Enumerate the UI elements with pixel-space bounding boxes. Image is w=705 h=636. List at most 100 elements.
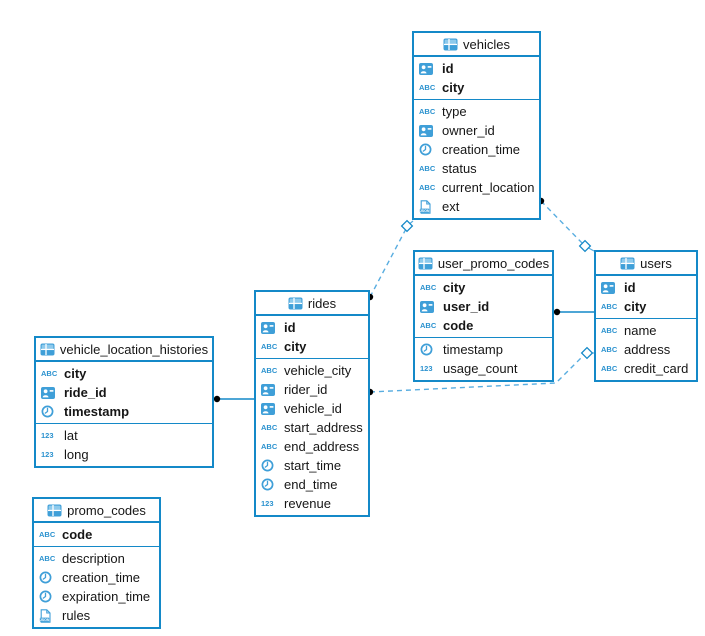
column-rides-end_address[interactable]: ABC end_address	[256, 437, 368, 456]
column-vehicles-city[interactable]: ABC city	[414, 78, 539, 97]
column-label: usage_count	[443, 361, 518, 376]
string-type-icon: ABC	[601, 345, 618, 354]
column-rides-start_address[interactable]: ABC start_address	[256, 418, 368, 437]
number-type-icon: 123	[41, 431, 54, 440]
uuid-type-icon	[601, 281, 615, 294]
svg-text:JSON: JSON	[40, 617, 50, 621]
table-header[interactable]: vehicle_location_histories	[36, 338, 212, 362]
column-label: address	[624, 342, 671, 357]
uuid-type-icon	[261, 383, 275, 396]
json-type-icon: JSON	[40, 608, 51, 623]
timestamp-type-icon	[39, 590, 52, 603]
column-label: description	[62, 551, 125, 566]
table-title: vehicle_location_histories	[59, 341, 209, 357]
column-label: owner_id	[442, 123, 495, 138]
column-vehicles-creation_time[interactable]: creation_time	[414, 140, 539, 159]
relation-line-vehicles-users[interactable]	[540, 200, 585, 246]
column-rides-rider_id[interactable]: rider_id	[256, 380, 368, 399]
uuid-type-icon	[420, 300, 434, 313]
relation-line-rides-users[interactable]	[369, 355, 584, 393]
column-label: id	[624, 280, 636, 295]
column-user_promo_codes-timestamp[interactable]: timestamp	[415, 340, 552, 359]
column-vehicle_location_histories-ride_id[interactable]: ride_id	[36, 383, 212, 402]
column-vehicle_location_histories-timestamp[interactable]: timestamp	[36, 402, 212, 421]
column-label: city	[64, 366, 87, 381]
column-rides-id[interactable]: id	[256, 318, 368, 337]
table-title: rides	[307, 295, 337, 311]
column-label: city	[284, 339, 307, 354]
column-label: user_id	[443, 299, 490, 314]
uuid-type-icon	[41, 386, 55, 399]
table-header[interactable]: rides	[256, 292, 368, 316]
column-label: start_time	[284, 458, 342, 473]
column-vehicle_location_histories-city[interactable]: ABC city	[36, 364, 212, 383]
column-users-address[interactable]: ABC address	[596, 340, 696, 359]
column-user_promo_codes-usage_count[interactable]: 123 usage_count	[415, 359, 552, 378]
column-label: end_address	[284, 439, 360, 454]
column-label: start_address	[284, 420, 363, 435]
column-user_promo_codes-user_id[interactable]: user_id	[415, 297, 552, 316]
column-promo_codes-expiration_time[interactable]: expiration_time	[34, 587, 159, 606]
string-type-icon: ABC	[601, 364, 618, 373]
column-vehicle_location_histories-long[interactable]: 123 long	[36, 445, 212, 464]
column-label: creation_time	[62, 570, 141, 585]
column-label: city	[443, 280, 466, 295]
column-promo_codes-creation_time[interactable]: creation_time	[34, 568, 159, 587]
column-rides-vehicle_id[interactable]: vehicle_id	[256, 399, 368, 418]
string-type-icon: ABC	[41, 369, 58, 378]
relation-endpoint-diamond	[400, 219, 414, 233]
column-label: code	[62, 527, 93, 542]
column-vehicle_location_histories-lat[interactable]: 123 lat	[36, 426, 212, 445]
table-header[interactable]: vehicles	[414, 33, 539, 57]
string-type-icon: ABC	[261, 423, 278, 432]
table-header[interactable]: users	[596, 252, 696, 276]
table-icon	[418, 257, 433, 269]
column-rides-start_time[interactable]: start_time	[256, 456, 368, 475]
number-type-icon: 123	[41, 450, 54, 459]
table-header[interactable]: promo_codes	[34, 499, 159, 523]
columns-section: 123 lat 123 long	[36, 424, 212, 466]
table-header[interactable]: user_promo_codes	[415, 252, 552, 276]
column-vehicles-id[interactable]: id	[414, 59, 539, 78]
number-type-icon: 123	[420, 364, 433, 373]
uuid-type-icon	[261, 321, 275, 334]
column-label: city	[442, 80, 465, 95]
column-label: lat	[64, 428, 78, 443]
column-label: long	[64, 447, 89, 462]
relation-line-rides-vehicles[interactable]	[369, 226, 408, 298]
uuid-type-icon	[419, 124, 433, 137]
string-type-icon: ABC	[261, 442, 278, 451]
column-vehicles-owner_id[interactable]: owner_id	[414, 121, 539, 140]
column-label: expiration_time	[62, 589, 151, 604]
string-type-icon: ABC	[419, 83, 436, 92]
table-title: users	[640, 255, 672, 271]
column-rides-end_time[interactable]: end_time	[256, 475, 368, 494]
column-users-id[interactable]: id	[596, 278, 696, 297]
